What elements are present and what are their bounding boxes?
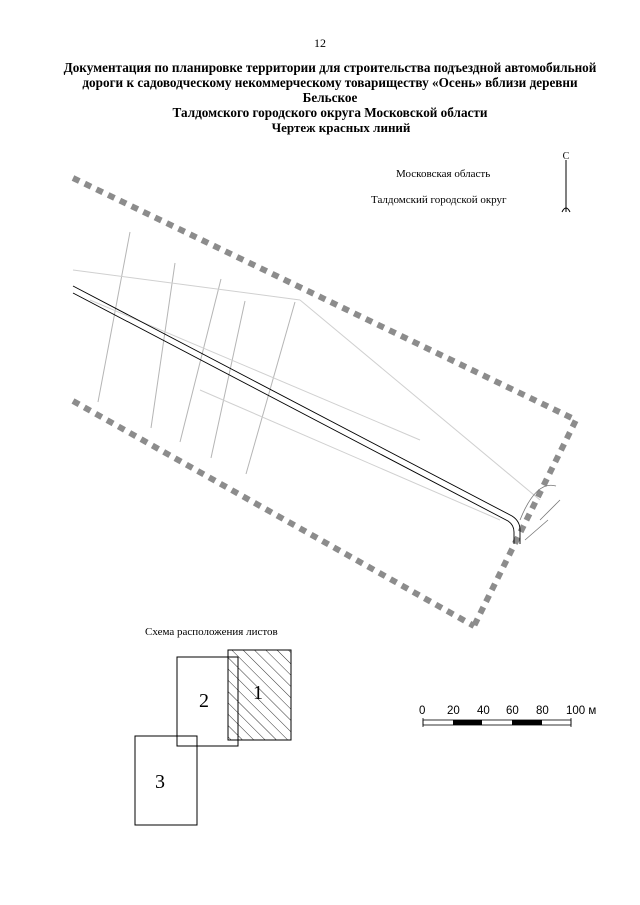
north-letter: С: [563, 151, 570, 162]
sheet-3-number: 3: [155, 771, 165, 793]
title-line-3: Талдомского городского округа Московской…: [172, 105, 488, 120]
sheet-2-number: 2: [199, 690, 209, 712]
scale-label-80: 80: [536, 705, 549, 717]
scale-label-0: 0: [419, 705, 426, 717]
region-label: Московская область: [396, 168, 491, 180]
sheet-3: [134, 735, 198, 826]
territory-boundary: [71, 175, 581, 629]
field-strips: [97, 231, 296, 475]
road: [72, 285, 521, 544]
title-line-2: дороги к садоводческому некоммерческому …: [82, 75, 578, 105]
scale-label-20: 20: [447, 705, 460, 717]
terrain-texture: [72, 269, 541, 521]
road-end-detail: [519, 484, 561, 541]
title-line-1: Документация по планировке территории дл…: [63, 60, 597, 75]
scheme-label: Схема расположения листов: [145, 626, 278, 638]
district-label: Талдомский городской округ: [371, 194, 507, 206]
scale-label-60: 60: [506, 705, 519, 717]
scale-label-40: 40: [477, 705, 490, 717]
document-title: Документация по планировке территории дл…: [60, 60, 600, 120]
drawing-title: Чертеж красных линий: [271, 120, 411, 135]
sheet-layout-scheme: 1 2 3: [134, 649, 292, 826]
north-arrow-icon: С: [561, 151, 571, 213]
sheet-2: [176, 656, 239, 747]
sheet-1-number: 1: [253, 682, 263, 704]
scale-bar: [422, 718, 572, 727]
scale-label-100: 100 м: [566, 705, 597, 717]
page-number: 12: [314, 36, 326, 50]
